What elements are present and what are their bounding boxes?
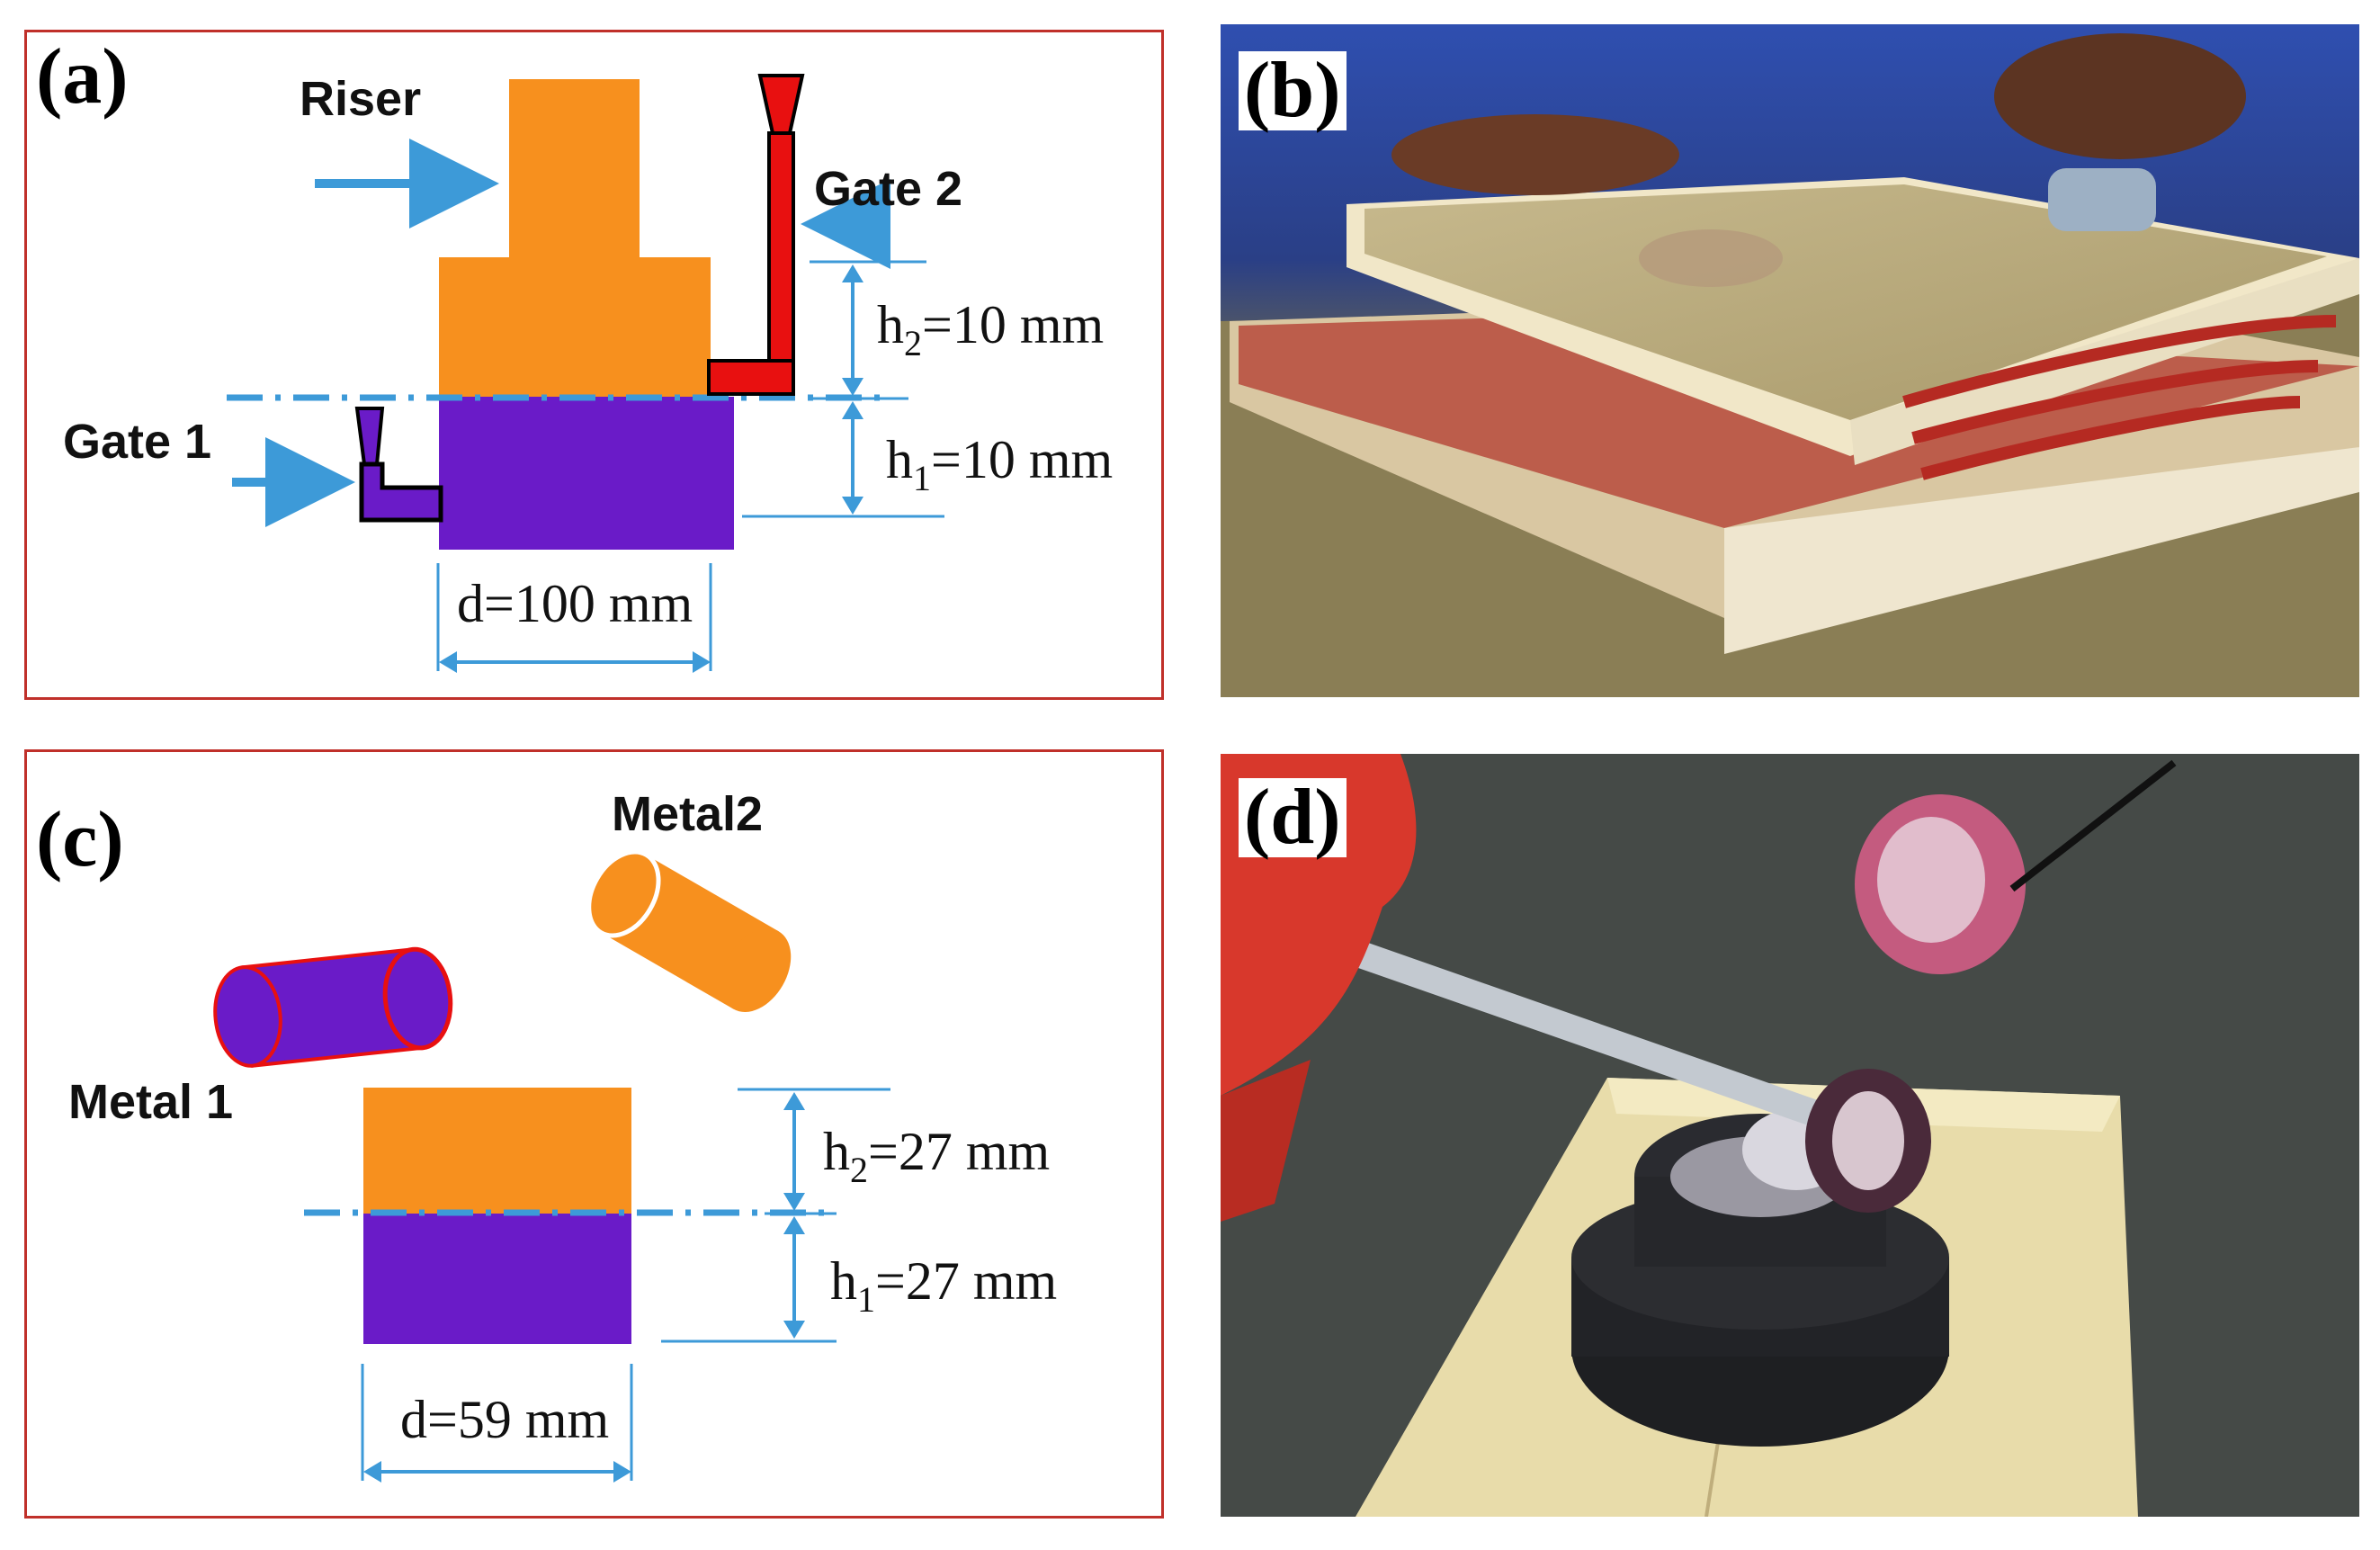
gate2-runner (707, 359, 795, 396)
panel-c-tag: (c) (31, 801, 130, 880)
metal2-cylinder (586, 849, 792, 1013)
panel-d-tag: (d) (1239, 778, 1347, 857)
gate1-runner (359, 461, 443, 523)
h2-dimension: h2=10 mm (877, 295, 1104, 363)
panel-a-diagram: Riser Gate 2 Gate 1 h2=10 mm h1=10 mm d=… (63, 72, 1113, 673)
gate1-label: Gate 1 (63, 415, 211, 469)
gate1-funnel (354, 407, 385, 466)
panel-b-tag: (b) (1239, 51, 1347, 130)
riser-top (509, 79, 640, 259)
riser-label: Riser (300, 72, 421, 126)
h1-dimension: h1=10 mm (886, 430, 1113, 498)
panel-a-tag: (a) (31, 38, 134, 117)
h2-dimension-c: h2=27 mm (823, 1122, 1050, 1190)
gate2-sprue (767, 131, 795, 396)
panel-c: Metal2 Metal 1 h2=27 mm h1=27 mm d=59 mm… (24, 749, 1164, 1519)
lower-casting-block (439, 397, 734, 550)
diameter-label-c: d=59 mm (400, 1390, 609, 1449)
metal1-block (363, 1214, 631, 1344)
metal1-cylinder (213, 946, 453, 1068)
panel-b-photo: (b) (1221, 24, 2359, 697)
panel-a: Riser Gate 2 Gate 1 h2=10 mm h1=10 mm d=… (24, 30, 1164, 700)
gate2-funnel (757, 74, 805, 135)
pouring-photo (1221, 754, 2359, 1517)
mold-assembly-photo (1221, 24, 2359, 697)
diameter-label: d=100 mm (457, 574, 693, 633)
metal2-label: Metal2 (612, 787, 763, 841)
metal1-label: Metal 1 (68, 1075, 233, 1129)
gate2-label: Gate 2 (814, 162, 962, 216)
panel-c-diagram: Metal2 Metal 1 h2=27 mm h1=27 mm d=59 mm (68, 787, 1057, 1483)
h1-dimension-c: h1=27 mm (830, 1251, 1057, 1320)
metal2-block (363, 1088, 631, 1214)
panel-d-photo: (d) (1221, 754, 2359, 1517)
